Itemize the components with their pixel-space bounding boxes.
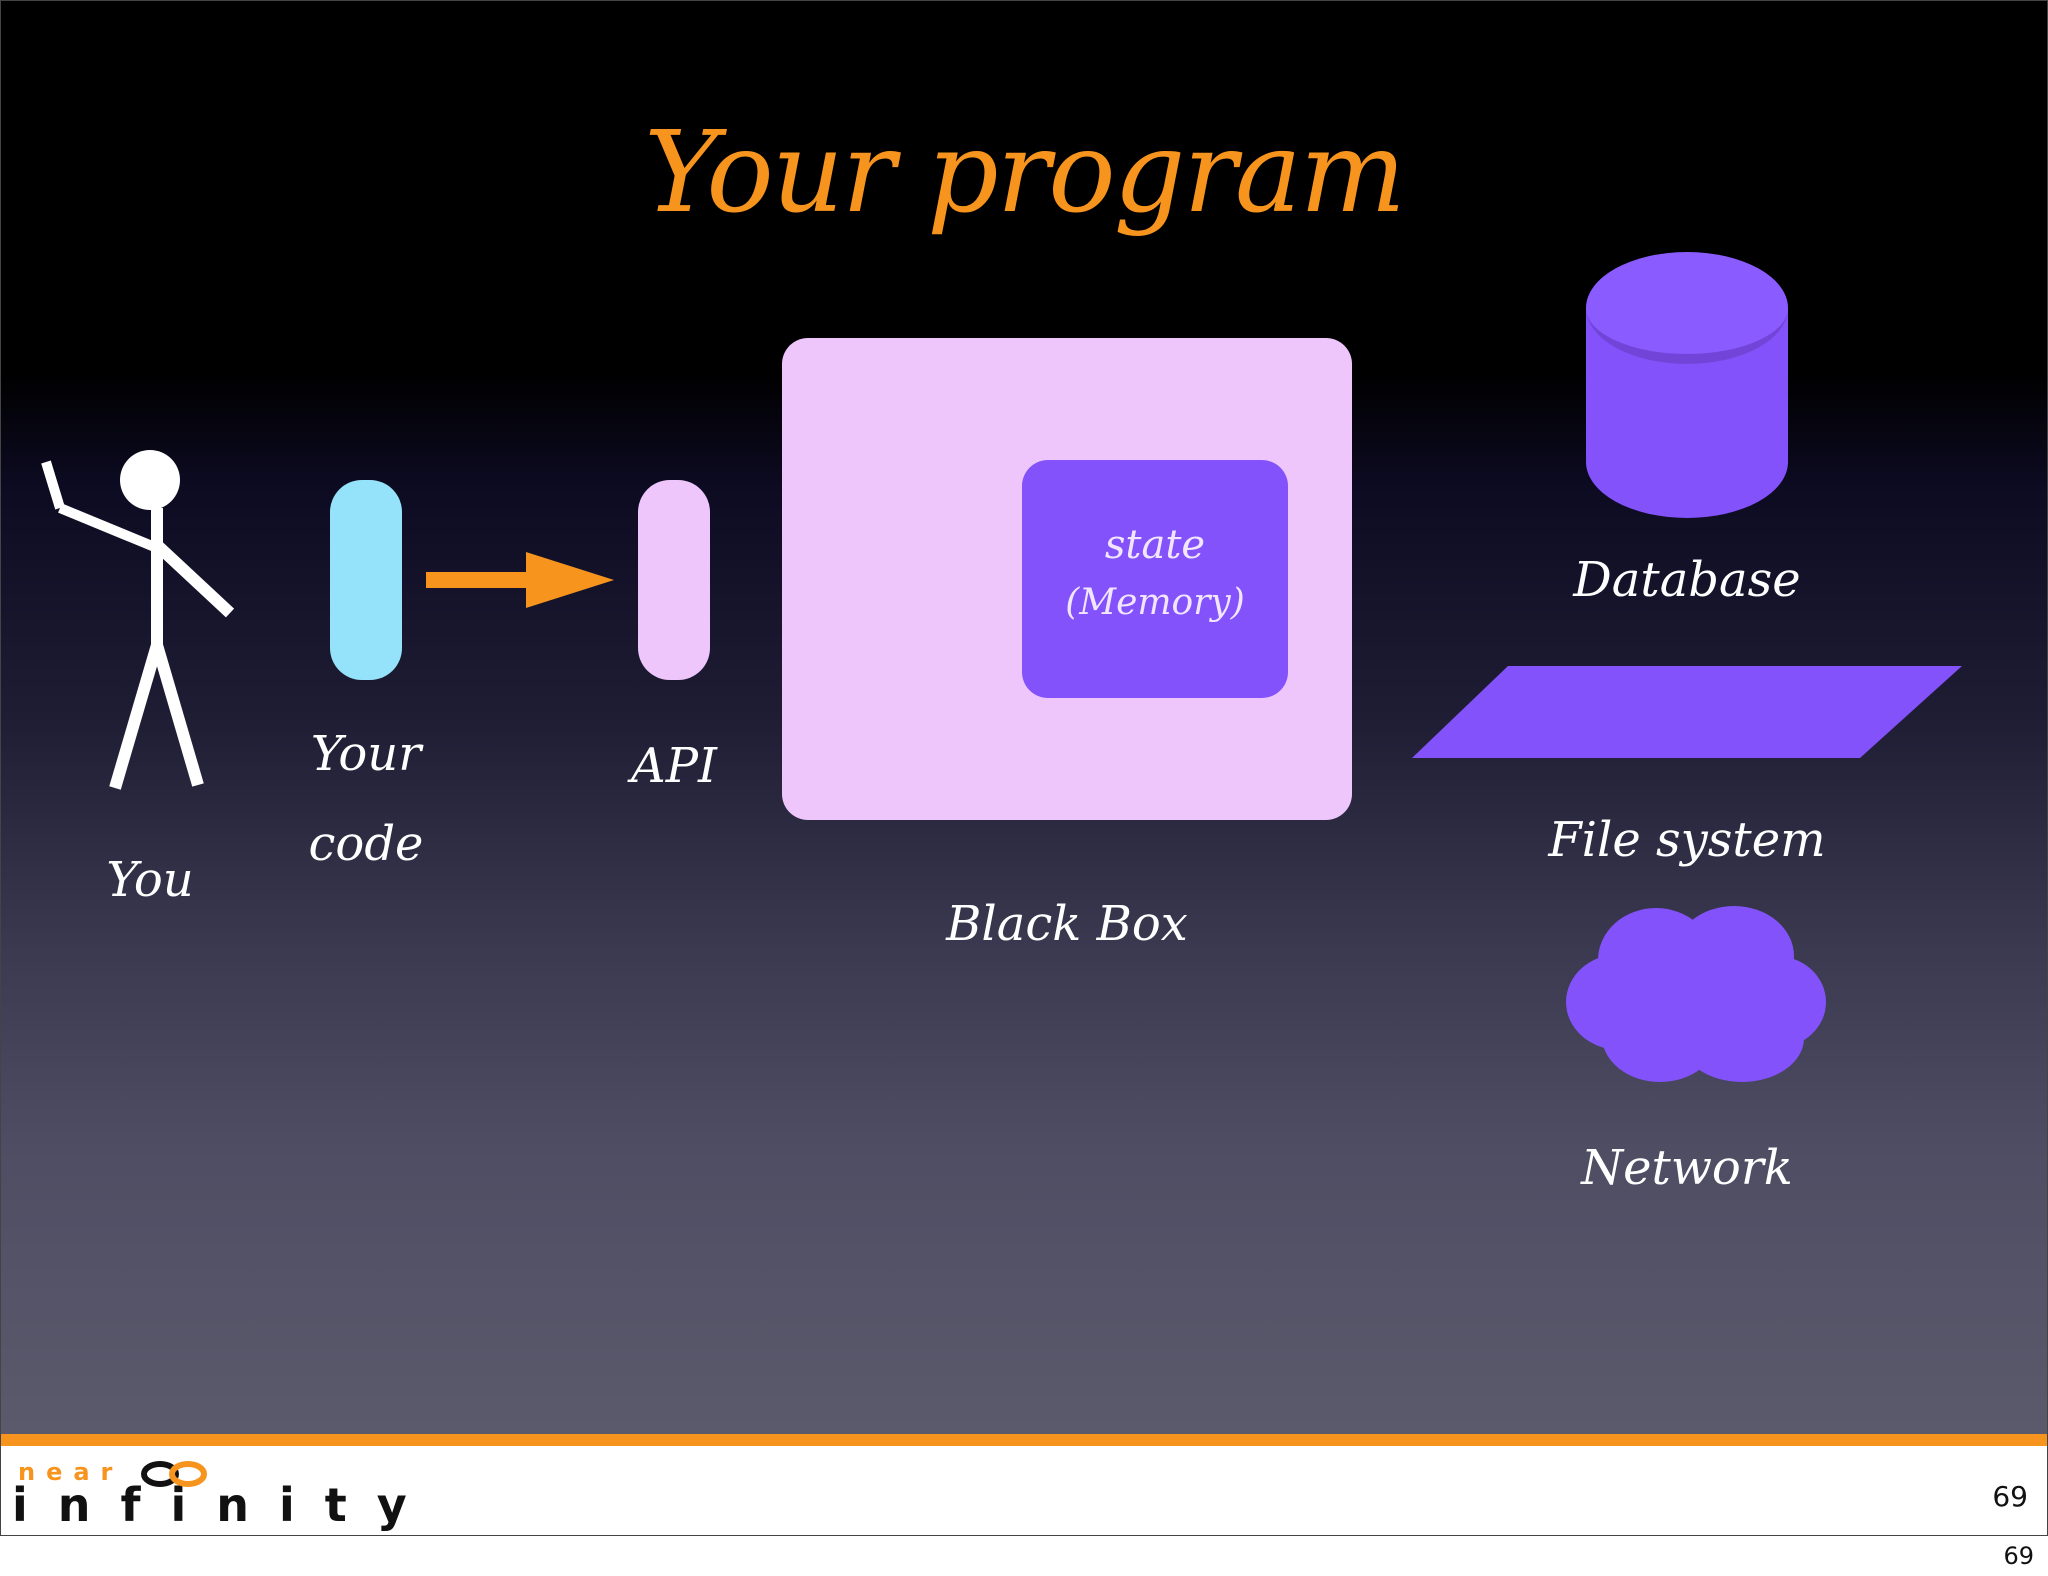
infinity-logo-icon [141, 1461, 207, 1487]
network-cloud-icon [1566, 906, 1826, 1082]
your-code-block [330, 480, 402, 680]
database-icon [1586, 252, 1788, 518]
memory-label: (Memory) [1065, 582, 1245, 623]
slide-footer: near infinity 69 [0, 1446, 2048, 1536]
logo-near-text: near [18, 1458, 124, 1486]
database-label: Database [1573, 552, 1801, 608]
slide-number: 69 [1992, 1480, 2028, 1513]
your-code-label-line1: Your [310, 726, 422, 782]
stick-figure-icon [41, 450, 235, 790]
state-label: state [1104, 522, 1206, 568]
page-number: 69 [2003, 1542, 2034, 1570]
your-code-label-line2: code [308, 816, 424, 872]
arrow-right-icon [426, 552, 614, 608]
state-memory-box [1022, 460, 1288, 698]
slide: Your program You Your code API state (Me… [0, 0, 2048, 1536]
logo-infinity-text: infinity [12, 1478, 437, 1532]
network-label: Network [1581, 1140, 1793, 1196]
file-system-label: File system [1548, 812, 1826, 868]
black-box-label: Black Box [946, 896, 1188, 952]
api-block [638, 480, 710, 680]
slide-title: Your program [644, 108, 1406, 238]
footer-accent-bar [0, 1434, 2048, 1446]
file-system-icon [1412, 666, 1962, 758]
api-label: API [631, 738, 717, 794]
you-label: You [106, 852, 194, 908]
